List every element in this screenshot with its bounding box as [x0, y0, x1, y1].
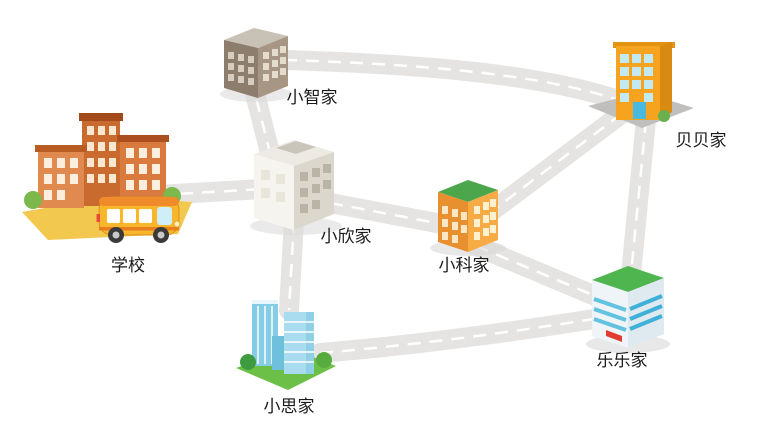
tree-icon — [316, 352, 332, 368]
school-main-windows — [87, 126, 116, 183]
xiaosi-tower2-windows — [284, 321, 314, 363]
tree-icon — [240, 354, 256, 370]
xiaozhi-windows-right — [263, 46, 286, 81]
road-centerline-xiaoke-lele — [475, 244, 613, 305]
xiaoke-windows-right — [474, 199, 496, 240]
lele-window-bands-right — [629, 294, 663, 331]
xiaoxin-label: 小欣家 — [321, 227, 372, 246]
building-school — [22, 113, 192, 243]
school-right-windows — [126, 148, 160, 190]
road-xiaoxin-xiaoke — [320, 193, 468, 237]
beibei-windows — [620, 54, 653, 102]
xiaoke-windows-left — [442, 206, 467, 243]
roads-layer — [148, 50, 656, 363]
lele-awning — [606, 330, 622, 342]
xiaoke-label: 小科家 — [439, 256, 490, 275]
xiaoxin-windows-left — [261, 170, 285, 202]
school-main-roof — [79, 113, 123, 121]
lele-window-bands-left — [593, 297, 627, 332]
beibei-label: 贝贝家 — [676, 131, 727, 150]
road-centerline-xiaoxin-xiaosi — [287, 219, 296, 311]
building-beibei — [613, 42, 675, 122]
building-lele — [586, 266, 670, 353]
xiaoxin-windows-right — [300, 164, 331, 213]
school-right-roof — [117, 135, 169, 142]
school-bus-icon — [96, 196, 181, 243]
road-centerline-xiaoxin-xiaozhi — [250, 81, 278, 177]
tree-icon — [24, 191, 42, 209]
road-centerline-xiaosi-lele — [319, 315, 607, 355]
road-centerline-xiaozhi-beibei — [283, 58, 625, 104]
building-xiaosi — [236, 300, 336, 390]
building-xiaozhi — [220, 28, 292, 102]
building-xiaoxin — [250, 140, 342, 235]
xiaozhi-windows-left — [228, 52, 254, 85]
road-centerline-beibei-lele — [629, 119, 648, 275]
school-left-windows — [44, 158, 78, 200]
building-xiaoke — [430, 180, 506, 256]
road-centerline-xiaoke-beibei — [487, 105, 633, 215]
lele-label: 乐乐家 — [597, 351, 648, 370]
school-left-roof — [35, 145, 87, 152]
tree-icon — [658, 110, 670, 122]
school-label: 学校 — [111, 256, 145, 275]
xiaozhi-label: 小智家 — [287, 88, 338, 107]
xiaosi-label: 小思家 — [264, 397, 315, 416]
road-xiaosi-lele — [310, 307, 616, 363]
beibei-door — [633, 102, 646, 119]
